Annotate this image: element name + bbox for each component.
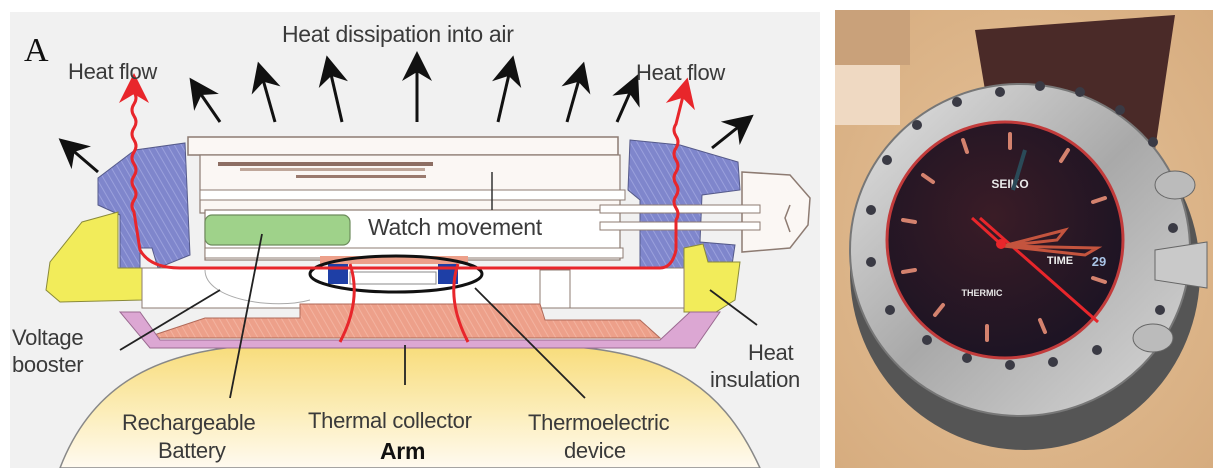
heat-insulation-label-line1: Heat	[748, 340, 794, 365]
bezel-holes	[866, 81, 1178, 370]
heat-dissipation-label: Heat dissipation into air	[282, 21, 514, 47]
te-leg-left	[328, 262, 348, 284]
voltage-booster-label-line1: Voltage	[12, 325, 84, 350]
hour-markers	[901, 132, 1107, 342]
diagram-panel: A Heat dissipation into air Heat flow He…	[10, 12, 820, 468]
heat-dissipation-arrows	[58, 51, 754, 174]
watch-hands	[970, 149, 1103, 324]
thermoelectric-device-highlight	[308, 254, 484, 294]
heat-insulation-label-line2: insulation	[710, 367, 800, 392]
rechargeable-battery	[204, 214, 351, 246]
heat-flow-label-left: Heat flow	[68, 59, 158, 84]
arm-label: Arm	[380, 438, 426, 464]
brand-logo: SEIKO	[991, 177, 1028, 191]
crystal	[187, 136, 619, 156]
watch-strap-top	[975, 15, 1175, 150]
seiko-thermic-watch-photo: SEIKO THERMIC TIME 29	[835, 10, 1213, 468]
base-plate	[118, 311, 721, 349]
heat-flow-path	[119, 73, 695, 343]
crown-photo	[1154, 241, 1208, 289]
case-left	[97, 142, 191, 269]
time-window: TIME	[1047, 255, 1073, 267]
rechargeable-battery-label-line1: Rechargeable	[122, 410, 256, 435]
rechargeable-battery-label-line2: Battery	[158, 438, 226, 463]
thermoelectric-device-label-line1: Thermoelectric	[528, 410, 670, 435]
watch-photo: SEIKO THERMIC TIME 29	[835, 10, 1213, 468]
leader-lines	[119, 233, 758, 399]
thermoelectric-device-label-line2: device	[564, 438, 626, 463]
thermal-collector	[144, 303, 662, 339]
pusher-top	[1154, 170, 1196, 200]
dial-model-text: THERMIC	[962, 288, 1003, 298]
pusher-bottom	[1132, 323, 1174, 353]
watch-movement-label: Watch movement	[368, 214, 542, 240]
date-window: 29	[1092, 254, 1106, 269]
thermoelectric-watch-cross-section	[45, 51, 811, 468]
crown	[741, 171, 811, 253]
voltage-booster-label-line2: booster	[12, 352, 84, 377]
thermal-collector-label: Thermal collector	[308, 408, 472, 433]
heat-flow-label-right: Heat flow	[636, 60, 726, 85]
case-right	[627, 139, 741, 269]
panel-label: A	[24, 32, 49, 69]
